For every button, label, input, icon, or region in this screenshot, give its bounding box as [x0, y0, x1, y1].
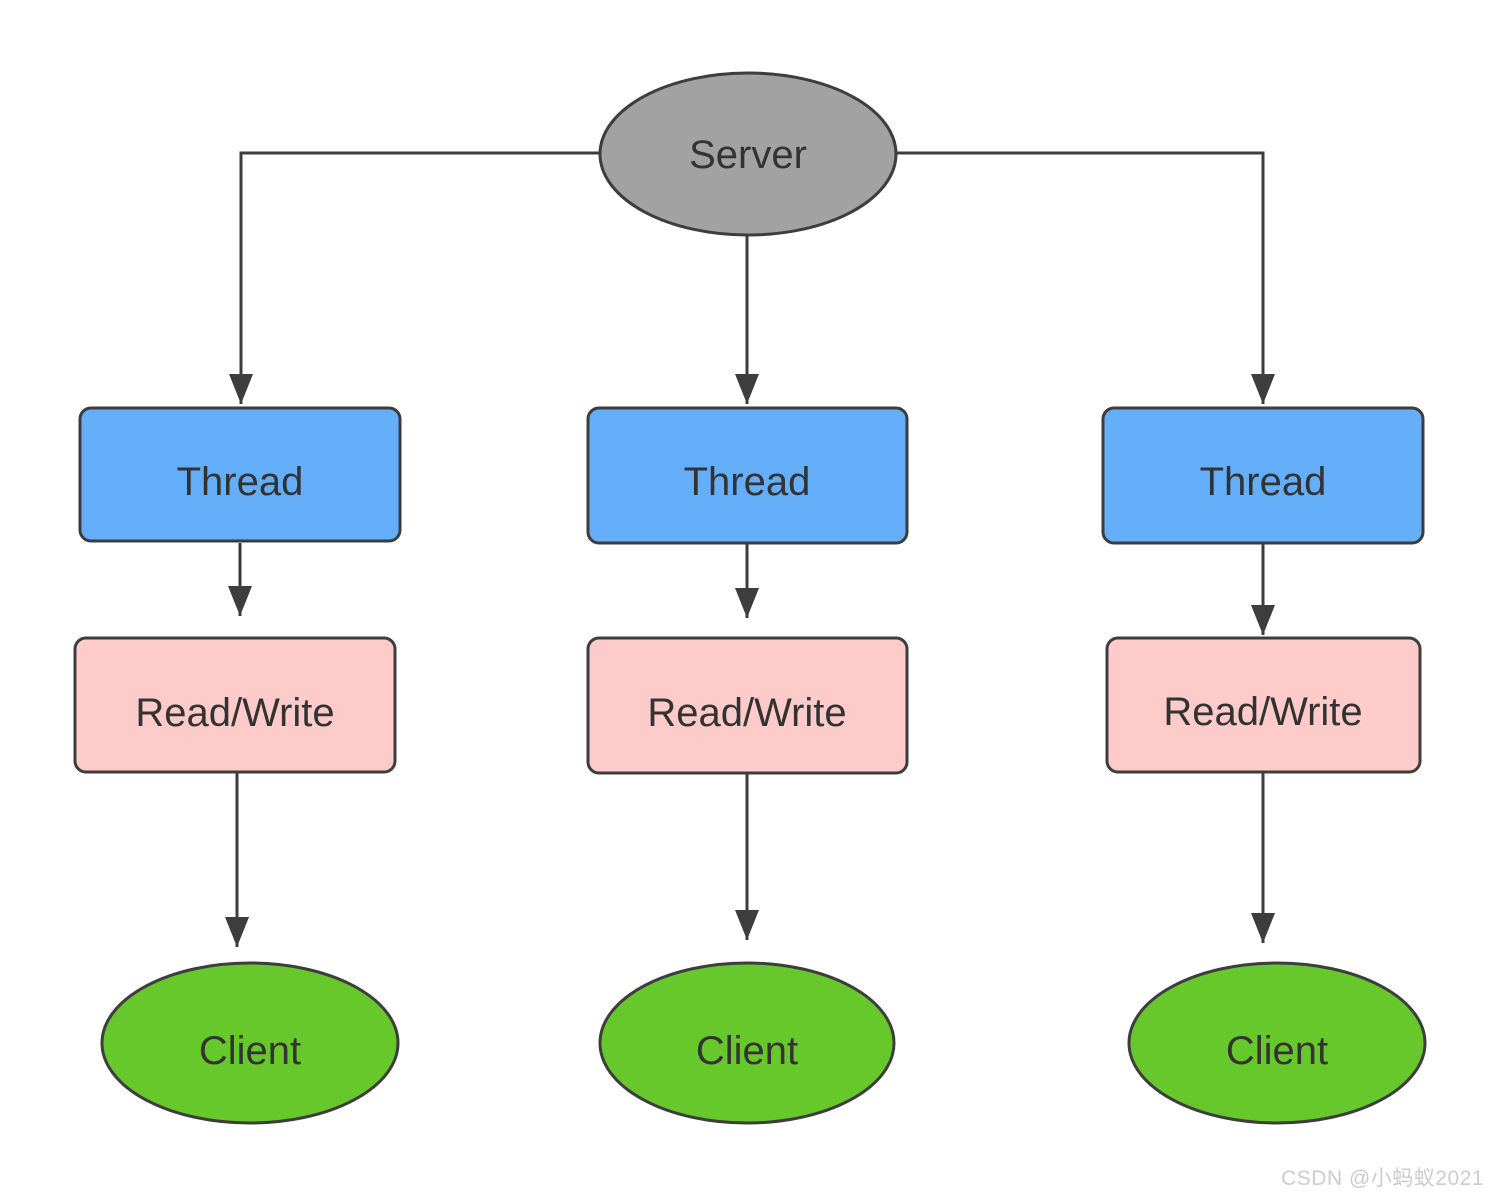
thread-node-3-label: Thread [1200, 460, 1327, 504]
read-write-node-2-label: Read/Write [647, 691, 846, 735]
server-node-label: Server [689, 133, 807, 177]
read-write-node-3-label: Read/Write [1163, 690, 1362, 734]
client-node-2 [598, 961, 896, 1125]
read-write-node-1-label: Read/Write [135, 691, 334, 735]
client-node-3 [1127, 961, 1427, 1125]
client-node-1-label: Client [199, 1029, 301, 1073]
thread-node-1 [78, 406, 402, 543]
thread-node-2-label: Thread [684, 460, 811, 504]
client-node-2-label: Client [696, 1029, 798, 1073]
read-write-node-2 [586, 636, 909, 775]
client-node-3-label: Client [1226, 1029, 1328, 1073]
edge-server-to-thread-1 [229, 151, 600, 404]
csdn-watermark: CSDN @小蚂蚁2021 [1281, 1167, 1484, 1190]
server-node [598, 71, 898, 237]
thread-node-1-label: Thread [177, 460, 304, 504]
read-write-node-3 [1105, 636, 1422, 774]
edge-server-to-thread-3 [896, 151, 1275, 404]
client-node-1 [100, 961, 400, 1125]
thread-node-3 [1101, 406, 1425, 545]
thread-node-2 [586, 406, 909, 545]
read-write-node-1 [73, 636, 397, 774]
